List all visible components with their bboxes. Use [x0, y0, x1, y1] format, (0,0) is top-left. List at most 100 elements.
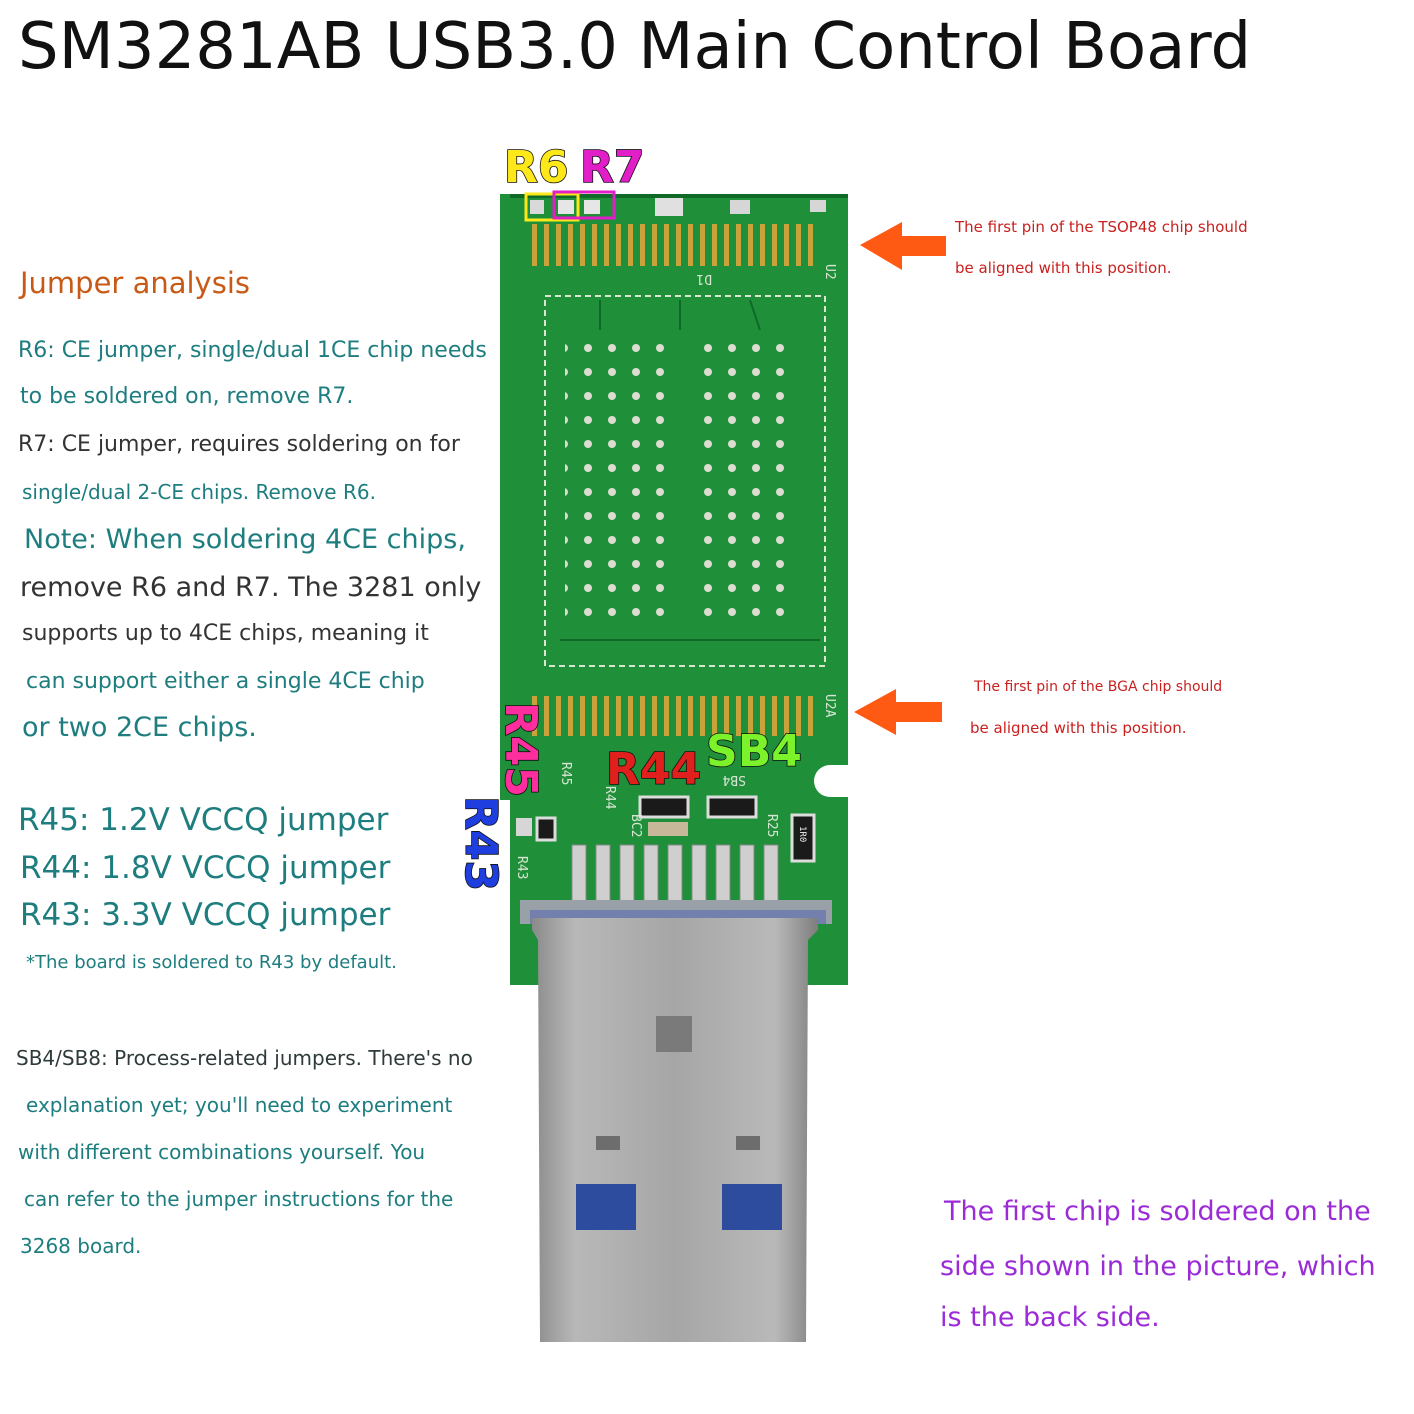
pin: [556, 696, 561, 736]
usb-pin: [619, 844, 635, 906]
r7-description-line-1: R7: CE jumper, requires soldering on for: [18, 432, 460, 457]
silk-r43: R43: [514, 856, 529, 879]
tsop-note-line-1: The first pin of the TSOP48 chip should: [955, 218, 1248, 236]
pin: [700, 696, 705, 736]
note-line-1: Note: When soldering 4CE chips,: [24, 524, 466, 555]
sb-description-line-3: with different combinations yourself. Yo…: [18, 1140, 426, 1164]
tsop-note-line-2: be aligned with this position.: [955, 259, 1172, 277]
usb-pin: [715, 844, 731, 906]
pin: [676, 696, 681, 736]
pin: [664, 224, 669, 266]
tsop-pin-row: [532, 224, 813, 266]
r7-description-line-2: single/dual 2-CE chips. Remove R6.: [22, 480, 376, 504]
pin: [712, 696, 717, 736]
pin: [724, 224, 729, 266]
default-solder-note: *The board is soldered to R43 by default…: [26, 952, 397, 973]
bga-note-line-2: be aligned with this position.: [970, 719, 1187, 737]
pin: [796, 696, 801, 736]
pin: [532, 224, 537, 266]
silk-r44: R44: [602, 786, 617, 810]
top-components: [530, 198, 826, 216]
usb-pin: [739, 844, 755, 906]
usb-pin: [643, 844, 659, 906]
sb-description-line-2: explanation yet; you'll need to experime…: [26, 1093, 453, 1117]
silk-u2: U2: [822, 264, 837, 280]
pin: [760, 224, 765, 266]
pin: [544, 696, 549, 736]
r45-board-label: R45: [495, 702, 546, 797]
pin: [604, 696, 609, 736]
pin: [772, 696, 777, 736]
first-chip-note-line-1: The first chip is soldered on the: [944, 1196, 1371, 1227]
pin: [808, 224, 813, 266]
pin: [568, 224, 573, 266]
sb-description-line-5: 3268 board.: [20, 1234, 142, 1258]
r44-board-label: R44: [606, 744, 701, 795]
page-title: SM3281AB USB3.0 Main Control Board: [18, 10, 1252, 84]
first-chip-note-line-2: side shown in the picture, which: [940, 1251, 1376, 1282]
r45-vccq-text: R45: 1.2V VCCQ jumper: [18, 802, 389, 838]
silk-r45: R45: [558, 762, 573, 785]
r43-board-label: R43: [455, 796, 506, 891]
pin: [592, 224, 597, 266]
pcb-board: [500, 194, 848, 985]
pin: [760, 696, 765, 736]
pin: [796, 224, 801, 266]
r43-vccq-text: R43: 3.3V VCCQ jumper: [20, 897, 391, 933]
bga-pin-row: [532, 696, 813, 736]
r6-description-line-1: R6: CE jumper, single/dual 1CE chip need…: [18, 338, 487, 363]
pin: [604, 224, 609, 266]
usb-pin: [571, 844, 587, 906]
pin: [592, 696, 597, 736]
note-line-3: supports up to 4CE chips, meaning it: [22, 621, 429, 646]
pin: [784, 696, 789, 736]
silk-u2a: U2A: [822, 694, 837, 718]
pin: [628, 696, 633, 736]
pin: [712, 224, 717, 266]
pin: [616, 224, 621, 266]
lower-components: [516, 795, 816, 863]
r6-board-label: R6: [504, 142, 569, 193]
note-line-2: remove R6 and R7. The 3281 only: [20, 572, 482, 603]
r7-highlight-box: [552, 190, 616, 220]
bga-note-line-1: The first pin of the BGA chip should: [974, 679, 1223, 695]
silk-d1: D1: [696, 271, 712, 286]
usb-pin: [691, 844, 707, 906]
pin: [580, 696, 585, 736]
sb-description-line-4: can refer to the jumper instructions for…: [24, 1187, 454, 1211]
pin: [556, 224, 561, 266]
usb-pin: [595, 844, 611, 906]
r6-description-line-2: to be soldered on, remove R7.: [20, 384, 354, 409]
bga-arrow-icon: [854, 689, 942, 735]
pin: [688, 224, 693, 266]
pin: [640, 696, 645, 736]
silk-1r0: 1R0: [797, 826, 807, 842]
silk-sb4: SB4: [722, 772, 746, 787]
pin: [736, 224, 741, 266]
pin: [580, 224, 585, 266]
pin: [640, 224, 645, 266]
usb-pin: [763, 844, 779, 906]
pin: [784, 224, 789, 266]
sb-description-line-1: SB4/SB8: Process-related jumpers. There'…: [16, 1046, 473, 1070]
r44-vccq-text: R44: 1.8V VCCQ jumper: [20, 850, 391, 886]
r6-highlight-box: [524, 192, 580, 222]
silk-r25: R25: [764, 814, 779, 837]
pin: [652, 224, 657, 266]
usb-pin: [667, 844, 683, 906]
silk-bc2: BC2: [628, 814, 643, 837]
pin: [652, 696, 657, 736]
pin: [736, 696, 741, 736]
pin: [676, 224, 681, 266]
note-line-4: can support either a single 4CE chip: [26, 669, 425, 694]
pin: [808, 696, 813, 736]
usb-contact-pins: [571, 844, 779, 906]
pin: [664, 696, 669, 736]
usb-a-connector: [520, 900, 832, 1342]
pin: [628, 224, 633, 266]
tsop-arrow-icon: [860, 222, 946, 270]
sb4-board-label: SB4: [706, 726, 802, 777]
pin: [568, 696, 573, 736]
pin: [544, 224, 549, 266]
note-line-5: or two 2CE chips.: [22, 712, 257, 743]
